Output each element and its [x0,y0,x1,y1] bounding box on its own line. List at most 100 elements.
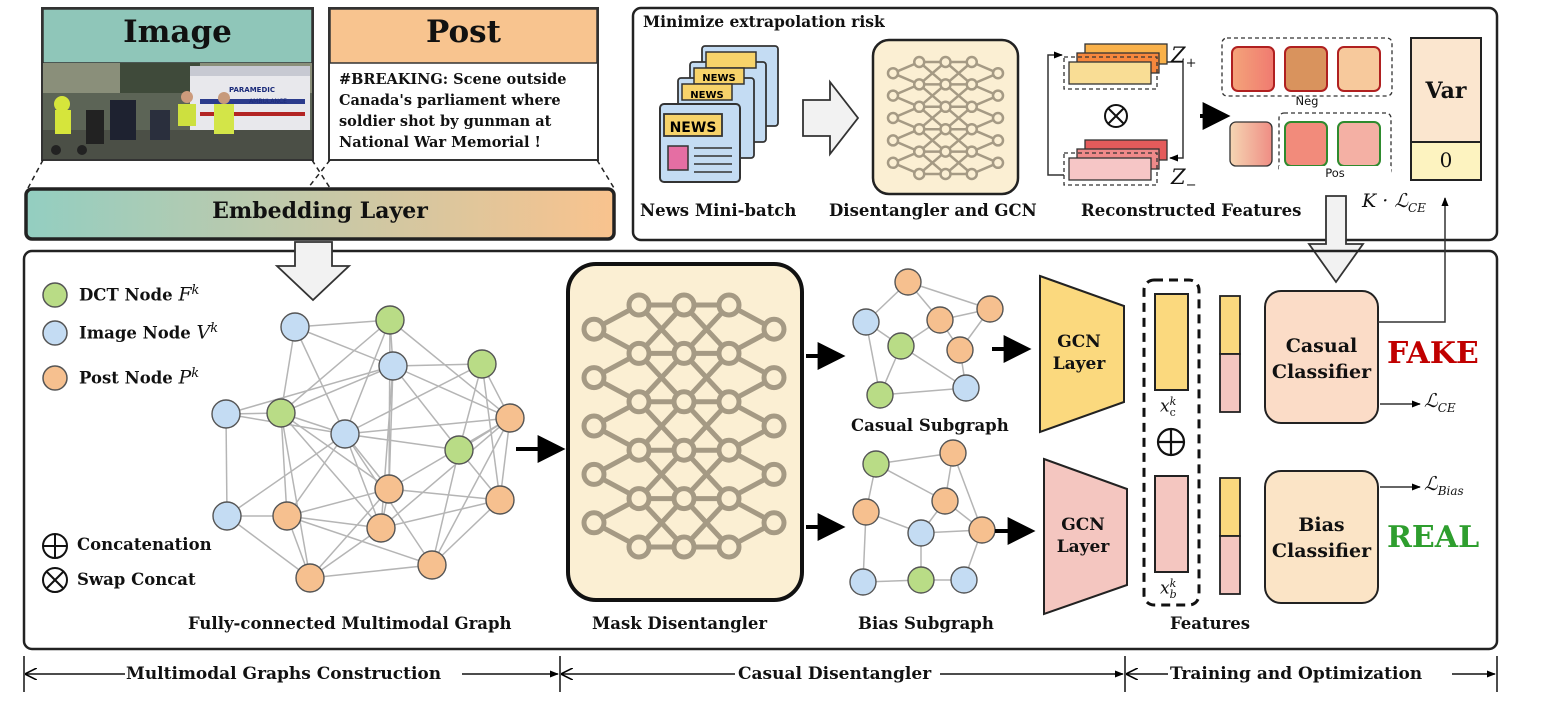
graph-edge [309,564,433,579]
net-node [886,134,900,147]
net-node [965,145,978,158]
graph-edge [226,515,311,579]
z-minus-label: Z− [1171,165,1197,194]
net-node [886,156,900,170]
image-node [280,312,310,342]
image-node [211,399,241,429]
legend-post-node-icon [42,365,68,391]
net-node [671,486,697,512]
post-node [272,501,302,531]
graph-edge [280,412,382,529]
arrow-to-var [1378,197,1449,323]
graph-edge [309,488,390,579]
net-node [761,510,787,536]
net-node [939,55,952,69]
graph-edge [225,365,394,415]
net-node [939,167,952,181]
net-node [581,461,607,487]
net-node [991,89,1005,102]
graph-edge [280,319,391,414]
l-ce-label: ℒCE [1424,390,1456,415]
image-node [212,501,242,531]
graph-edge [380,417,511,529]
net-node [991,156,1005,170]
post-node [976,295,1004,323]
gcn-layer-1 [1039,274,1125,434]
graph-edge [907,281,991,310]
post-node [852,498,880,526]
net-node [991,111,1005,125]
dct-node [467,349,497,379]
graph-edge [286,515,433,566]
features-column [1142,278,1201,607]
dct-node [444,435,474,465]
net-node [626,389,652,415]
gcn-layer-2 [1043,457,1128,616]
dct-node [375,305,405,335]
post-node [931,487,959,515]
net-node [626,486,652,512]
graph-edge [388,488,501,501]
net-node [626,292,652,318]
net-node [965,78,978,91]
hollow-arrow-down [1307,195,1365,284]
graph-edge [389,319,511,419]
casual-subgraph-caption: Casual Subgraph [851,416,1009,435]
section-rulers [23,656,1498,692]
graph-edge [344,417,511,435]
bias-classifier-box [1264,470,1379,604]
net-node [965,122,978,136]
net-node [716,340,742,366]
var-box [1410,37,1482,181]
news-photo [43,63,312,159]
features-caption: Features [1170,614,1251,633]
net-node [671,340,697,366]
z-plus-stack [1063,43,1168,90]
legend-swap-label: Swap Concat [77,570,196,589]
graph-edge [286,488,390,517]
net-node [581,365,607,391]
neg-label: Neg [1295,94,1319,108]
graph-edge [226,433,346,517]
bias-classifier-label: Bias Classifier [1271,514,1372,562]
graph-edge [431,449,460,566]
graph-edge [431,417,511,566]
news-minibatch-caption: News Mini-batch [640,201,797,220]
l-bias-label: ℒBias [1424,473,1464,498]
graph-edge [392,365,460,451]
net-node [886,111,900,125]
net-node [913,145,926,158]
graph-edge [392,365,511,419]
net-node [581,510,607,536]
z-plus-label: Z+ [1171,43,1197,72]
post-node [374,474,404,504]
net-node [913,100,926,114]
net-node [965,55,978,69]
neg-features [1221,37,1393,97]
mask-caption: Mask Disentangler [592,614,768,633]
net-node [939,100,952,114]
pos-label: Pos [1279,166,1391,180]
xb-feature [1154,475,1189,573]
post-node [366,513,396,543]
fake-label: FAKE [1387,336,1479,371]
graph-edge [344,363,483,435]
graph-edge [294,326,394,367]
net-node [671,437,697,463]
image-node [849,568,877,596]
gcn-layer-2-label: GCN Layer [1056,515,1110,557]
dct-node [866,381,894,409]
post-node [946,336,974,364]
graph-edge [280,412,288,517]
image-node [952,374,980,402]
post-node [495,403,525,433]
post-panel [328,7,599,161]
section-graphs-construction: Multimodal Graphs Construction [126,664,442,684]
net-node [939,145,952,158]
concat-feature-top [1219,295,1241,413]
post-text: #BREAKING: Scene outside Canada's parlia… [339,71,567,151]
embedding-layer-bar [24,187,616,241]
gcn-layer-1-label: GCN Layer [1052,332,1106,374]
news-stack-icon [659,45,779,183]
net-node [965,167,978,181]
